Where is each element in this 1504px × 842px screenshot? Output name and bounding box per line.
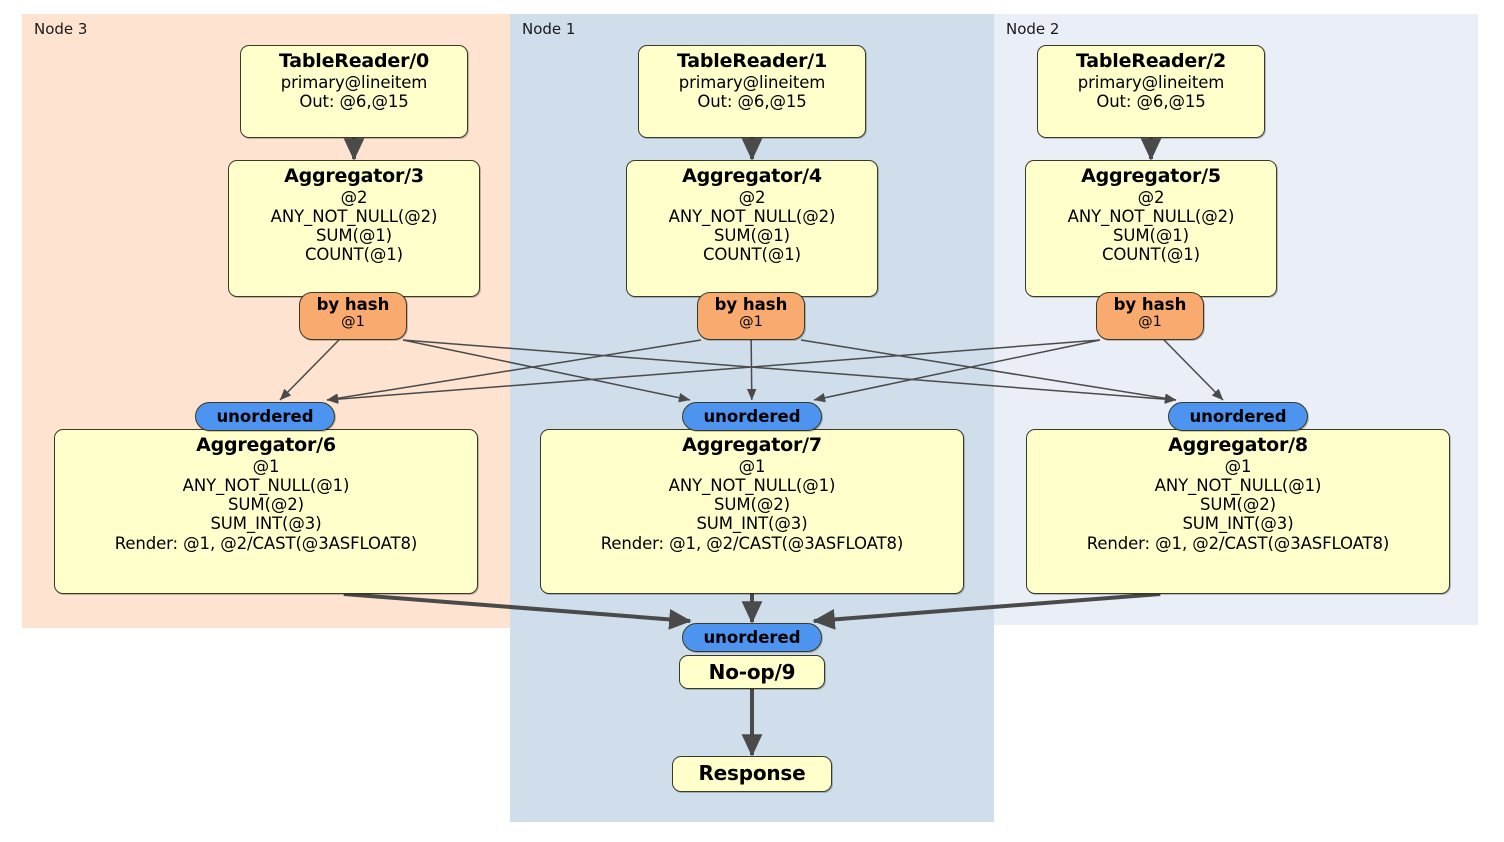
processor-detail-line: COUNT(@1) — [305, 245, 403, 265]
router-hash3[interactable]: by hash@1 — [299, 292, 407, 340]
processor-detail-line: SUM_INT(@3) — [1182, 514, 1294, 534]
region-label-node-3: Node 3 — [34, 20, 88, 38]
stream-un9[interactable]: unordered — [682, 623, 822, 652]
router-type-label: by hash — [1113, 295, 1187, 314]
processor-detail-line: SUM(@1) — [714, 226, 790, 246]
processor-detail-line: ANY_NOT_NULL(@2) — [1067, 207, 1235, 227]
processor-detail-line: SUM(@2) — [714, 495, 790, 515]
processor-detail-line: SUM(@1) — [1113, 226, 1189, 246]
processor-title: Aggregator/6 — [196, 434, 336, 456]
processor-detail-line: primary@lineitem — [678, 73, 826, 93]
router-type-label: by hash — [316, 295, 390, 314]
router-key-label: @1 — [739, 314, 763, 331]
router-key-label: @1 — [341, 314, 365, 331]
processor-detail-line: COUNT(@1) — [1102, 245, 1200, 265]
processor-detail-line: ANY_NOT_NULL(@1) — [1154, 476, 1322, 496]
processor-detail-line: SUM(@1) — [316, 226, 392, 246]
processor-title: TableReader/1 — [676, 50, 828, 72]
region-label-node-2: Node 2 — [1006, 20, 1060, 38]
router-hash5[interactable]: by hash@1 — [1096, 292, 1204, 340]
processor-detail-line: Out: @6,@15 — [299, 92, 409, 112]
processor-title: TableReader/0 — [278, 50, 430, 72]
processor-detail-line: @2 — [738, 188, 766, 208]
processor-detail-line: @1 — [738, 457, 766, 477]
processor-detail-line: ANY_NOT_NULL(@2) — [270, 207, 438, 227]
processor-detail-line: ANY_NOT_NULL(@1) — [182, 476, 350, 496]
processor-title: Aggregator/5 — [1081, 165, 1221, 187]
processor-detail-line: SUM_INT(@3) — [696, 514, 808, 534]
processor-detail-line: Out: @6,@15 — [1096, 92, 1206, 112]
stream-un6[interactable]: unordered — [195, 402, 335, 431]
processor-detail-line: SUM_INT(@3) — [210, 514, 322, 534]
processor-title: Aggregator/7 — [682, 434, 822, 456]
processor-response[interactable]: Response — [672, 756, 832, 792]
processor-detail-line: @2 — [340, 188, 368, 208]
processor-detail-line: primary@lineitem — [1077, 73, 1225, 93]
processor-title: No-op/9 — [708, 660, 796, 684]
processor-title: TableReader/2 — [1075, 50, 1227, 72]
router-key-label: @1 — [1138, 314, 1162, 331]
processor-detail-line: @1 — [1224, 457, 1252, 477]
processor-detail-line: COUNT(@1) — [703, 245, 801, 265]
processor-title: Response — [698, 761, 806, 785]
processor-detail-line: Render: @1, @2/CAST(@3ASFLOAT8) — [114, 533, 418, 553]
processor-title: Aggregator/4 — [682, 165, 822, 187]
processor-title: Aggregator/3 — [284, 165, 424, 187]
processor-detail-line: Render: @1, @2/CAST(@3ASFLOAT8) — [600, 533, 904, 553]
processor-detail-line: Render: @1, @2/CAST(@3ASFLOAT8) — [1086, 533, 1390, 553]
stream-un8[interactable]: unordered — [1168, 402, 1308, 431]
processor-detail-line: Out: @6,@15 — [697, 92, 807, 112]
region-label-node-1: Node 1 — [522, 20, 576, 38]
processor-detail-line: ANY_NOT_NULL(@1) — [668, 476, 836, 496]
processor-title: Aggregator/8 — [1168, 434, 1308, 456]
router-hash4[interactable]: by hash@1 — [697, 292, 805, 340]
processor-detail-line: SUM(@2) — [1200, 495, 1276, 515]
processor-detail-line: @2 — [1137, 188, 1165, 208]
processor-detail-line: ANY_NOT_NULL(@2) — [668, 207, 836, 227]
processor-detail-line: @1 — [252, 457, 280, 477]
stream-un7[interactable]: unordered — [682, 402, 822, 431]
router-type-label: by hash — [714, 295, 788, 314]
processor-detail-line: primary@lineitem — [280, 73, 428, 93]
processor-noop9[interactable]: No-op/9 — [679, 655, 825, 689]
processor-detail-line: SUM(@2) — [228, 495, 304, 515]
